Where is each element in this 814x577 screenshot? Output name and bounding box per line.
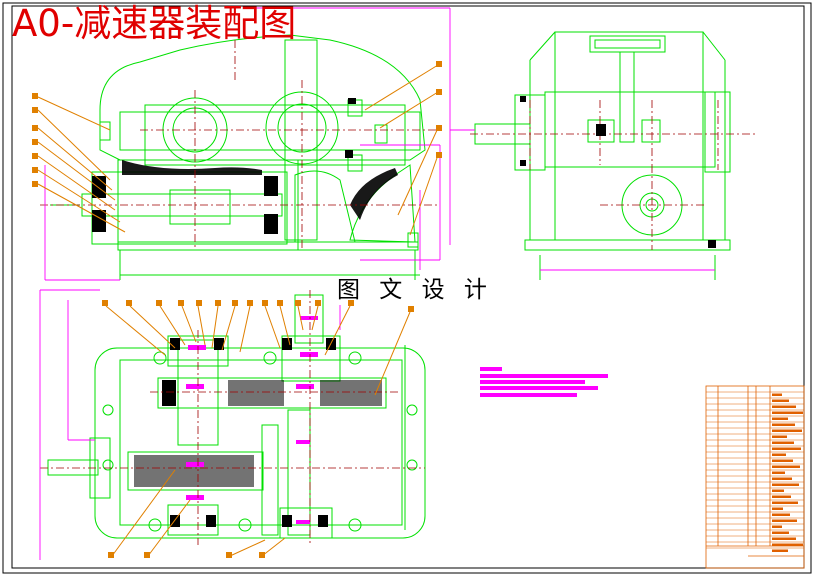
- parts-list-title-block: [705, 385, 805, 569]
- technical-requirements-text-block: [480, 367, 608, 397]
- front-view: [50, 34, 426, 280]
- front-view-sections: [92, 98, 398, 234]
- parts-list-rows: [706, 391, 804, 552]
- parts-list-cell: [772, 543, 803, 546]
- parts-list-cell: [772, 411, 803, 414]
- parts-list-cell: [772, 423, 795, 426]
- top-view-sections: [134, 338, 382, 527]
- top-view-centerlines: [40, 290, 425, 545]
- parts-list-cell: [772, 435, 787, 438]
- parts-list-cell: [772, 429, 802, 432]
- parts-list-cell: [772, 507, 783, 510]
- inner-border: [11, 5, 805, 569]
- parts-list-cell: [772, 531, 789, 534]
- parts-list-cell: [772, 453, 786, 456]
- parts-list-cell: [772, 465, 800, 468]
- parts-list-cell: [772, 477, 792, 480]
- parts-list-cell: [772, 459, 793, 462]
- parts-list-cell: [772, 441, 794, 444]
- parts-list-cell: [772, 417, 788, 420]
- top-view-leaders: [105, 305, 411, 557]
- parts-list-cell: [772, 495, 791, 498]
- top-view: [47, 294, 426, 539]
- top-view-highlights: [186, 316, 318, 524]
- side-view-sections: [520, 96, 716, 248]
- parts-list-cell: [772, 525, 782, 528]
- front-view-dimensions: [44, 7, 451, 281]
- front-view-centerlines: [40, 40, 440, 250]
- parts-list-cell: [772, 501, 798, 504]
- parts-list-cell: [772, 447, 801, 450]
- side-view: [474, 31, 731, 280]
- parts-list-cell: [772, 513, 790, 516]
- parts-list-cell: [772, 483, 799, 486]
- top-view-dimensions: [39, 289, 341, 560]
- top-view-leader-tags: [102, 300, 414, 558]
- parts-list-cell: [772, 471, 785, 474]
- front-view-leader-tags: [32, 61, 442, 187]
- watermark-text: 图 文 设 计: [337, 277, 493, 303]
- parts-list-cell: [772, 489, 784, 492]
- parts-list-cell: [772, 537, 796, 540]
- side-view-centerlines: [470, 100, 755, 250]
- parts-list-cell: [772, 393, 782, 396]
- parts-list-cell: [772, 549, 788, 552]
- front-view-leaders: [37, 64, 439, 236]
- parts-list-cell: [772, 405, 796, 408]
- drawing-title: A0-减速器装配图: [12, 2, 297, 45]
- side-view-dimensions: [450, 129, 715, 271]
- parts-list-cell: [772, 399, 789, 402]
- parts-list-cell: [772, 519, 797, 522]
